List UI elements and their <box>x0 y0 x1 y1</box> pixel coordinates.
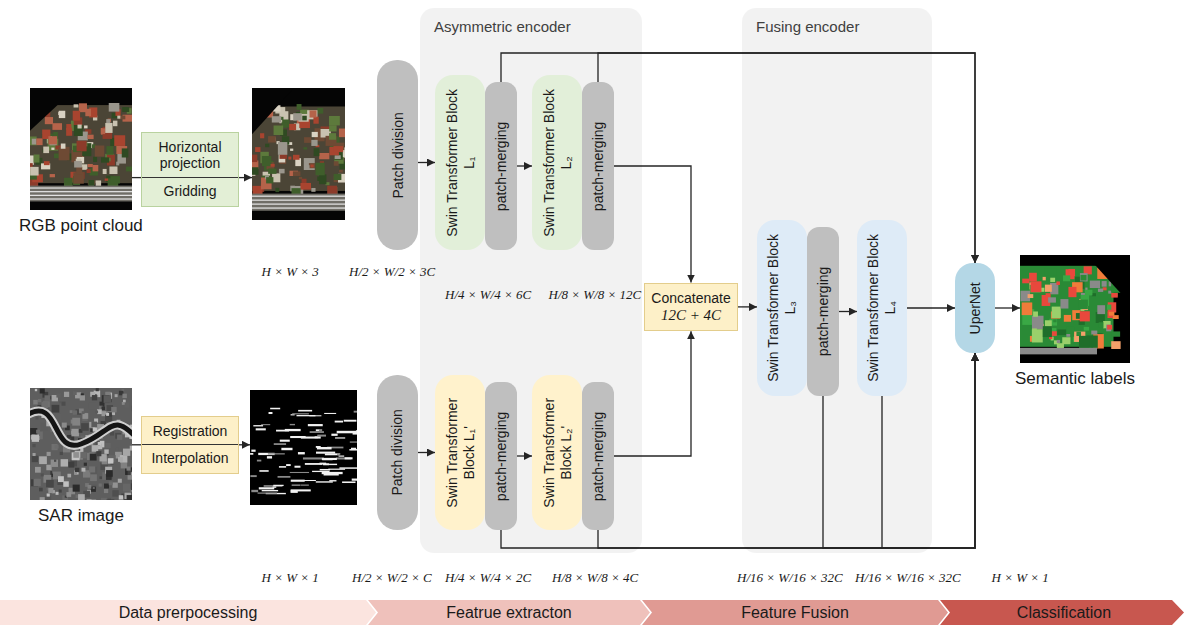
dimension-slot: H/8 × W/8 × 4C <box>552 568 638 586</box>
box-label: Horizontal projection <box>142 139 238 179</box>
block-label: Swin Transformer Block L₁ <box>443 82 477 243</box>
dimension-label: H/4 × W/4 × 2C <box>445 570 531 585</box>
swin-block: Swin Transformer Block L₂ <box>532 75 582 250</box>
patch-merging: patch-merging <box>582 82 614 250</box>
dimension-slot: H × W × 3 <box>262 262 319 280</box>
sar-picture <box>30 388 132 500</box>
process-box: RegistrationInterpolation <box>141 416 239 475</box>
block-label: Patch division <box>389 67 406 243</box>
encoder-panel: Fusing encoderSwin Transformer Block L₃ p… <box>742 8 932 553</box>
dimension-slot: H/4 × W/4 × 6C <box>445 285 531 303</box>
connector-arrow <box>132 444 141 445</box>
box-label: Concatenate <box>650 290 732 307</box>
flow-arrow <box>239 177 252 178</box>
dimension-slot: H × W × 1 <box>262 568 319 586</box>
label-map-picture <box>1020 255 1130 363</box>
stage-label: Featrue extracton <box>446 603 571 622</box>
input-image: SAR image <box>30 388 132 500</box>
output-image: Semantic labels <box>1020 255 1130 363</box>
dimension-slot: H/8 × W/8 × 12C <box>549 285 642 303</box>
image-caption: SAR image <box>38 506 124 526</box>
swin-block: Swin Transformer Block L₁ <box>435 75 485 250</box>
image-caption: Semantic labels <box>1015 369 1135 389</box>
dimension-slot: H/16 × W/16 × 32C <box>855 568 961 586</box>
band-fill <box>940 600 1184 625</box>
encoder-panel: Asymmetric encoderSwin Transformer Block… <box>420 8 642 553</box>
dimension-slot: H/16 × W/16 × 32C <box>737 568 843 586</box>
dimension-slot: H/2 × W/2 × C <box>352 568 432 586</box>
block-label: Swin Transformer Block L₂' <box>540 382 574 523</box>
swin-block: Swin Transformer Block L₂' <box>532 375 582 530</box>
patch-merging: patch-merging <box>582 382 614 530</box>
patch-merging: patch-merging <box>485 82 517 250</box>
stage-label: Feature Fusion <box>741 603 849 622</box>
dimension-slot: H/2 × W/2 × 3C <box>349 262 435 280</box>
dimension-slot: H/4 × W/4 × 2C <box>445 568 531 586</box>
dimension-label: H × W × 1 <box>992 570 1049 585</box>
block-label: Swin Transformer Block L₁' <box>443 382 477 523</box>
dimension-label: H/4 × W/4 × 6C <box>445 287 531 302</box>
connector-arrow <box>995 307 1020 308</box>
patch-division: Patch division <box>377 60 418 250</box>
block-label: patch-merging <box>590 89 607 243</box>
block-label: patch-merging <box>590 389 607 523</box>
upernet-block: UperNet <box>955 263 995 353</box>
dimension-label: H/2 × W/2 × 3C <box>349 264 435 279</box>
block-label: Patch division <box>389 382 406 523</box>
block-label: UperNet <box>967 270 984 346</box>
input-image: RGB point cloud <box>30 88 132 210</box>
stage-band: Featrue extracton <box>368 600 650 625</box>
stage-label: Classification <box>1017 603 1111 622</box>
flow-arrow <box>239 444 250 445</box>
patch-merging: patch-merging <box>807 227 839 396</box>
swin-block: Swin Transformer Block L₄ <box>857 220 907 396</box>
band-fill <box>0 600 376 625</box>
box-label: 12C + 4C <box>650 306 732 324</box>
dimension-label: H × W × 1 <box>262 570 319 585</box>
concat-box: Concatenate12C + 4C <box>644 283 738 332</box>
panel-title: Asymmetric encoder <box>434 18 571 35</box>
dimension-label: H/8 × W/8 × 4C <box>552 570 638 585</box>
box-label: Gridding <box>147 183 233 200</box>
dimension-slot: H × W × 1 <box>992 568 1049 586</box>
block-label: patch-merging <box>815 234 832 389</box>
block-label: patch-merging <box>493 89 510 243</box>
connector-arrow <box>132 177 141 178</box>
box-label: Interpolation <box>147 450 233 467</box>
block-label: Swin Transformer Block L₄ <box>865 227 899 389</box>
dimension-label: H/16 × W/16 × 32C <box>737 570 843 585</box>
block-label: Swin Transformer Block L₃ <box>765 227 799 389</box>
stage-label: Data prerpocessing <box>119 603 258 622</box>
patch-merging: patch-merging <box>485 382 517 530</box>
registered-sar-picture <box>250 390 357 505</box>
swin-block: Swin Transformer Block L₁' <box>435 375 485 530</box>
dimension-label: H/16 × W/16 × 32C <box>855 570 961 585</box>
dimension-label: H/2 × W/2 × C <box>352 570 432 585</box>
stage-band: Feature Fusion <box>642 600 948 625</box>
dimension-label: H/8 × W/8 × 12C <box>549 287 642 302</box>
point-cloud-picture <box>30 88 132 210</box>
block-label: patch-merging <box>493 389 510 523</box>
band-fill <box>642 600 948 625</box>
swin-block: Swin Transformer Block L₃ <box>757 220 807 396</box>
process-box: Horizontal projectionGridding <box>141 132 239 207</box>
image-caption: RGB point cloud <box>19 216 143 236</box>
patch-division: Patch division <box>377 375 418 530</box>
projected-picture <box>252 88 345 220</box>
stage-band: Data prerpocessing <box>0 600 376 625</box>
box-label: Registration <box>142 423 238 446</box>
stage-band: Classification <box>940 600 1188 625</box>
band-fill <box>368 600 650 625</box>
dimension-label: H × W × 3 <box>262 264 319 279</box>
block-label: Swin Transformer Block L₂ <box>540 82 574 243</box>
panel-title: Fusing encoder <box>756 18 859 35</box>
